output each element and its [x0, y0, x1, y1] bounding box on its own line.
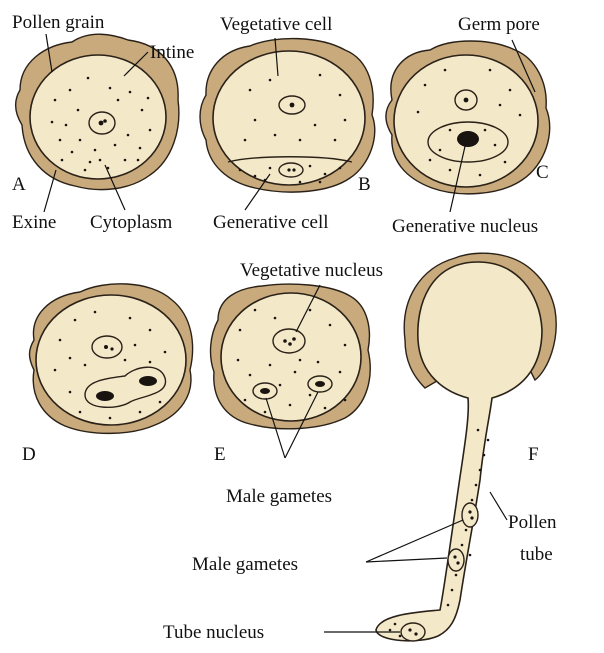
stage-f-male-gamete-2 — [448, 549, 464, 571]
label-germ-pore: Germ pore — [458, 14, 540, 35]
stage-d-generative-nucleus-1 — [96, 391, 114, 401]
label-pollen-tube-line-2: tube — [520, 544, 553, 565]
stage-letter-e: E — [214, 444, 226, 465]
stage-letter-d: D — [22, 444, 36, 465]
label-male-gametes-1: Male gametes — [226, 486, 332, 507]
stage-f-tube-nucleus — [401, 623, 425, 641]
ptr-pollen-tube — [490, 492, 507, 520]
label-pollen-grain: Pollen grain — [12, 12, 105, 33]
label-exine: Exine — [12, 212, 56, 233]
stage-d-generative-nucleus-2 — [139, 376, 157, 386]
stage-b-generative-nucleus — [279, 163, 303, 177]
label-vegetative-nucleus: Vegetative nucleus — [240, 260, 383, 281]
ptr-male-gametes-2b — [366, 558, 447, 562]
label-pollen-tube-line-1: Pollen — [508, 512, 557, 533]
stage-c-pollen-grain — [386, 41, 550, 194]
stage-c-generative-nucleus-body — [457, 131, 479, 147]
label-male-gametes-2: Male gametes — [192, 554, 298, 575]
stage-e-vegetative-nucleus — [273, 329, 305, 353]
stage-e-vegetative-cell — [221, 293, 361, 421]
label-tube-nucleus: Tube nucleus — [163, 622, 264, 643]
stage-letter-b: B — [358, 174, 371, 195]
label-vegetative-cell: Vegetative cell — [220, 14, 332, 35]
stage-b-pollen-grain — [200, 39, 375, 193]
label-generative-nucleus: Generative nucleus — [392, 216, 538, 237]
label-cytoplasm: Cytoplasm — [90, 212, 173, 233]
stage-letter-a: A — [12, 174, 26, 195]
stage-f-pollen-tube — [376, 262, 542, 641]
stage-d-pollen-grain — [30, 284, 193, 434]
stage-letter-f: F — [528, 444, 539, 465]
stage-f-male-gamete-1 — [462, 503, 478, 527]
stage-c-vegetative-cell — [394, 55, 538, 187]
label-intine: Intine — [150, 42, 194, 63]
stage-e-pollen-grain — [211, 284, 371, 429]
label-generative-cell: Generative cell — [213, 212, 329, 233]
stage-letter-c: C — [536, 162, 549, 183]
